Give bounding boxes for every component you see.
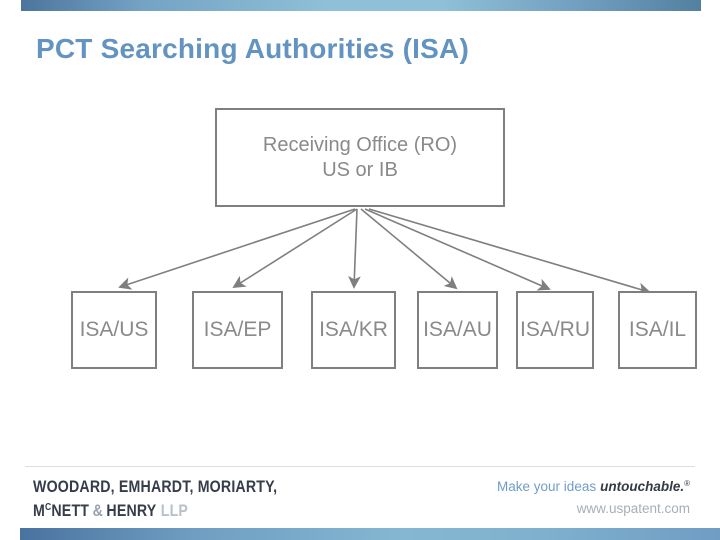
- top-accent-bar: [21, 0, 701, 11]
- registered-trademark-symbol: ®: [684, 479, 690, 488]
- arrow-ro-to-isa-il: [368, 208, 651, 296]
- tagline-prefix: Make your ideas: [497, 479, 597, 494]
- isa-au-label: ISA/AU: [423, 318, 492, 341]
- node-isa-ep: ISA/EP: [192, 291, 283, 369]
- isa-us-label: ISA/US: [79, 318, 149, 341]
- isa-ru-label: ISA/RU: [519, 318, 590, 341]
- node-isa-kr: ISA/KR: [311, 291, 396, 369]
- receiving-office-line2: US or IB: [322, 158, 398, 181]
- firm-logo: WOODARD, EMHARDT, MORIARTY, MCNETT&HENRY…: [33, 478, 277, 521]
- arrow-ro-to-isa-kr: [348, 208, 361, 289]
- firm-ampersand: &: [92, 502, 103, 520]
- footer-divider: [25, 466, 695, 467]
- firm-name-line1: WOODARD, EMHARDT, MORIARTY,: [33, 478, 278, 496]
- isa-il-label: ISA/IL: [628, 318, 687, 341]
- firm-nett: NETT: [51, 502, 90, 520]
- tagline-emphasis: untouchable.: [600, 479, 685, 494]
- isa-ep-label: ISA/EP: [203, 318, 272, 341]
- arrow-ro-to-isa-ep: [232, 208, 358, 289]
- node-isa-au: ISA/AU: [417, 291, 498, 369]
- firm-llp: LLP: [160, 502, 189, 520]
- website-url: www.uspatent.com: [576, 501, 690, 516]
- node-receiving-office: Receiving Office (RO) US or IB: [215, 108, 505, 207]
- firm-mc-m: M: [33, 502, 45, 520]
- node-isa-ru: ISA/RU: [516, 291, 594, 369]
- arrow-ro-to-isa-ru: [364, 208, 551, 291]
- node-isa-us: ISA/US: [71, 291, 157, 369]
- isa-kr-label: ISA/KR: [319, 318, 388, 341]
- arrow-ro-to-isa-au: [360, 208, 458, 290]
- arrow-ro-to-isa-us: [118, 208, 356, 290]
- firm-mc-superscript-c: C: [44, 502, 52, 513]
- node-isa-il: ISA/IL: [618, 291, 697, 369]
- firm-henry: HENRY: [106, 502, 157, 520]
- slide-title: PCT Searching Authorities (ISA): [36, 33, 469, 64]
- receiving-office-line1: Receiving Office (RO): [262, 133, 458, 156]
- bottom-accent-bar: [20, 528, 720, 540]
